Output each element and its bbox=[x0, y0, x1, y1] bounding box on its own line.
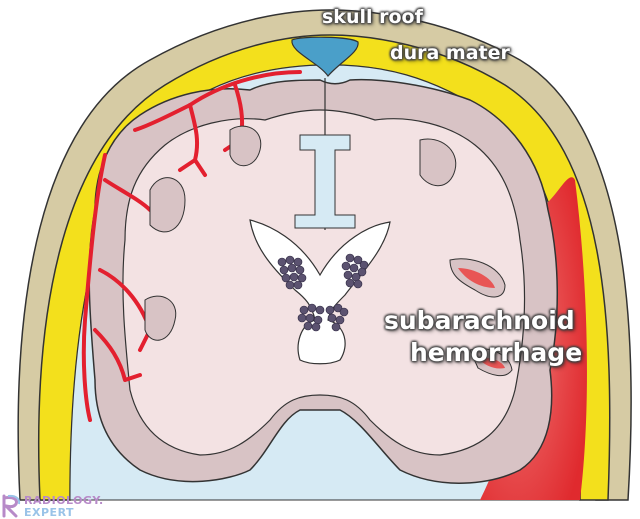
logo-r-icon bbox=[2, 494, 21, 518]
label-skull-roof: skull roof bbox=[322, 6, 423, 28]
cingulate-sulcus bbox=[294, 134, 356, 229]
right-sulci bbox=[419, 138, 513, 377]
label-subarachnoid: subarachnoid bbox=[384, 306, 575, 335]
caudate-nucleus-right bbox=[341, 253, 369, 289]
caudate-nucleus-left bbox=[277, 255, 307, 290]
label-dura-mater: dura mater bbox=[390, 42, 510, 64]
superior-sagittal-sinus bbox=[291, 36, 359, 77]
thalamus-nuclei bbox=[297, 303, 349, 332]
logo-text-expert: EXPERT bbox=[24, 506, 75, 519]
radiology-expert-logo: RADIOLOGY. EXPERT bbox=[2, 494, 122, 519]
label-hemorrhage: hemorrhage bbox=[410, 338, 583, 367]
left-sulci bbox=[144, 125, 262, 341]
logo-text-radiology: RADIOLOGY. bbox=[24, 494, 104, 507]
